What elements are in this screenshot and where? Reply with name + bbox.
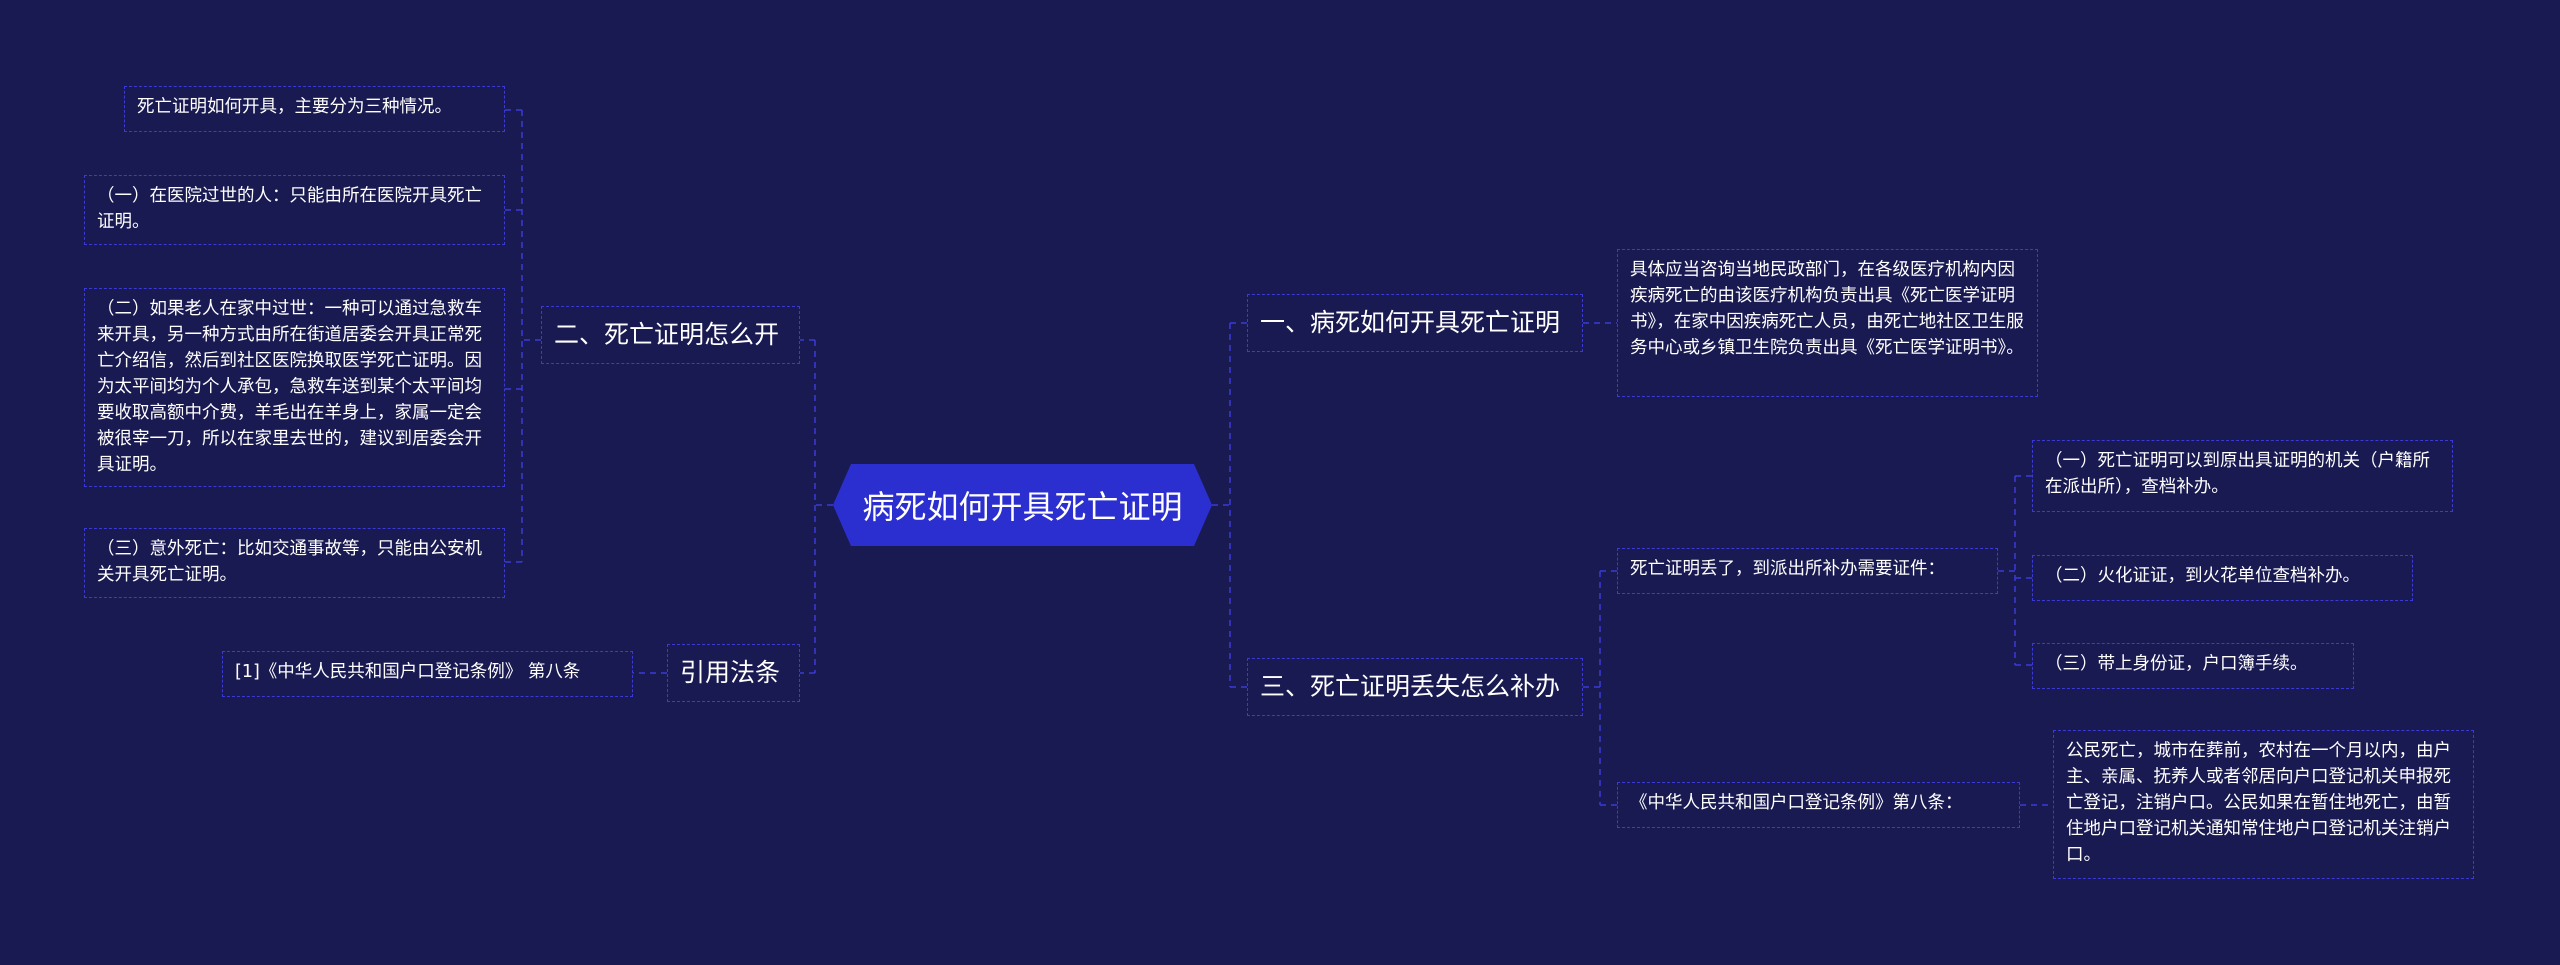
branch-citation[interactable]: 引用法条 xyxy=(667,644,800,702)
leaf-reissue-at-original-office[interactable]: （一）死亡证明可以到原出具证明的机关（户籍所在派出所），查档补办。 xyxy=(2032,440,2453,512)
leaf-text: （二）火化证证，到火花单位查档补办。 xyxy=(2045,566,2360,586)
leaf-text: 公民死亡，城市在葬前，农村在一个月以内，由户主、亲属、抚养人或者邻居向户口登记机… xyxy=(2066,741,2451,865)
leaf-intro[interactable]: 死亡证明如何开具，主要分为三种情况。 xyxy=(124,86,505,132)
leaf-hospital-death[interactable]: （一）在医院过世的人：只能由所在医院开具死亡证明。 xyxy=(84,175,505,245)
leaf-text: [1]《中华人民共和国户口登记条例》 第八条 xyxy=(235,662,581,682)
leaf-home-death[interactable]: （二）如果老人在家中过世：一种可以通过急救车来开具，另一种方式由所在街道居委会开… xyxy=(84,288,505,487)
connector-sub1-spine xyxy=(1998,475,2032,666)
branch-label: 引用法条 xyxy=(680,658,781,687)
branch-lost-certificate-replacement[interactable]: 三、死亡证明丢失怎么补办 xyxy=(1247,658,1583,716)
root-topic-label: 病死如何开具死亡证明 xyxy=(862,488,1183,526)
leaf-cremation-certificate[interactable]: （二）火化证证，到火花单位查档补办。 xyxy=(2032,555,2413,601)
leaf-required-documents[interactable]: 死亡证明丢了，到派出所补办需要证件： xyxy=(1617,548,1998,594)
connector-branch3-spine xyxy=(1583,570,1617,806)
leaf-text: 死亡证明丢了，到派出所补办需要证件： xyxy=(1630,559,1945,579)
leaf-text: 《中华人民共和国户口登记条例》第八条： xyxy=(1630,793,1963,813)
branch-death-certificate-how-to-issue[interactable]: 二、死亡证明怎么开 xyxy=(541,306,800,364)
root-topic[interactable]: 病死如何开具死亡证明 xyxy=(833,464,1212,546)
leaf-text: （三）意外死亡：比如交通事故等，只能由公安机关开具死亡证明。 xyxy=(97,539,482,585)
leaf-text: 死亡证明如何开具，主要分为三种情况。 xyxy=(137,97,452,117)
leaf-text: （三）带上身份证，户口簿手续。 xyxy=(2045,654,2308,674)
leaf-regulation-article-8-text[interactable]: 公民死亡，城市在葬前，农村在一个月以内，由户主、亲属、抚养人或者邻居向户口登记机… xyxy=(2053,730,2474,879)
leaf-id-and-household-register[interactable]: （三）带上身份证，户口簿手续。 xyxy=(2032,643,2354,689)
branch-label: 一、病死如何开具死亡证明 xyxy=(1260,308,1561,337)
leaf-text: （一）在医院过世的人：只能由所在医院开具死亡证明。 xyxy=(97,186,482,232)
leaf-citation-reference[interactable]: [1]《中华人民共和国户口登记条例》 第八条 xyxy=(222,651,633,697)
leaf-text: 具体应当咨询当地民政部门，在各级医疗机构内因疾病死亡的由该医疗机构负责出具《死亡… xyxy=(1630,260,2024,358)
branch-illness-death-certificate[interactable]: 一、病死如何开具死亡证明 xyxy=(1247,294,1583,352)
leaf-text: （二）如果老人在家中过世：一种可以通过急救车来开具，另一种方式由所在街道居委会开… xyxy=(97,299,482,475)
connector-branch2-spine xyxy=(521,110,541,562)
branch-label: 三、死亡证明丢失怎么补办 xyxy=(1260,672,1561,701)
leaf-illness-detail[interactable]: 具体应当咨询当地民政部门，在各级医疗机构内因疾病死亡的由该医疗机构负责出具《死亡… xyxy=(1617,249,2038,397)
leaf-regulation-article-8[interactable]: 《中华人民共和国户口登记条例》第八条： xyxy=(1617,782,2020,828)
leaf-accidental-death[interactable]: （三）意外死亡：比如交通事故等，只能由公安机关开具死亡证明。 xyxy=(84,528,505,598)
leaf-text: （一）死亡证明可以到原出具证明的机关（户籍所在派出所），查档补办。 xyxy=(2045,451,2430,497)
branch-label: 二、死亡证明怎么开 xyxy=(554,320,780,349)
